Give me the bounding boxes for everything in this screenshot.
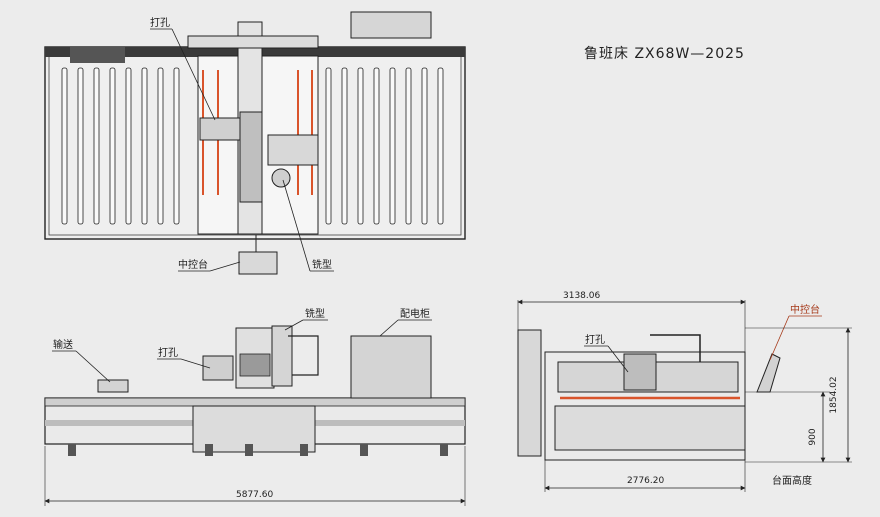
front-conveyor-box: [97, 379, 129, 393]
side-drill-label: 打孔: [585, 333, 605, 346]
side-drill-head: [623, 353, 657, 391]
table-slat: [141, 67, 148, 225]
machine-foot: [205, 444, 213, 456]
top-spindle-column: [239, 111, 263, 203]
table-height-label: 台面高度: [772, 474, 812, 487]
table-slat: [405, 67, 412, 225]
machine-foot: [245, 444, 253, 456]
machine-foot: [360, 444, 368, 456]
front-drill-head: [202, 355, 234, 381]
table-slat: [125, 67, 132, 225]
table-slat: [61, 67, 68, 225]
table-slat: [421, 67, 428, 225]
top-milling-label: 铣型: [312, 258, 332, 271]
front-milling-column: [271, 325, 293, 387]
top-milling-head: [267, 134, 319, 166]
table-slat: [373, 67, 380, 225]
top-table-slats-right: [325, 67, 444, 225]
front-bed-top: [44, 397, 466, 407]
top-console-box: [238, 251, 278, 275]
top-milling-spindle: [271, 168, 291, 188]
machine-foot: [440, 444, 448, 456]
top-console-leader: [209, 261, 241, 272]
table-slat: [357, 67, 364, 225]
table-slat: [389, 67, 396, 225]
side-view: 打孔 中控台 3138.06 2776.20 1854.02 900 台面高度: [517, 291, 852, 492]
front-center-base: [192, 405, 316, 453]
top-gantry-rail: [187, 35, 319, 49]
table-slat: [93, 67, 100, 225]
front-screen: [239, 353, 271, 377]
machine-foot: [68, 444, 76, 456]
side-console: [756, 353, 781, 393]
front-feet: [68, 444, 448, 456]
top-milling-leader: [282, 179, 311, 272]
side-back-frame: [517, 329, 542, 457]
front-cabinet: [350, 335, 432, 399]
table-height-dim: 900: [808, 428, 818, 445]
front-drill-leader: [180, 358, 211, 369]
side-length-dim: 3138.06: [563, 291, 600, 301]
front-milling-label: 铣型: [305, 307, 325, 320]
overall-length-dim: 5877.60: [236, 490, 273, 500]
table-slat: [341, 67, 348, 225]
top-rail-carriage: [70, 47, 125, 63]
top-drill-label: 打孔: [150, 16, 170, 29]
front-conveyor-label: 输送: [53, 338, 73, 351]
front-cabinet-leader: [379, 319, 399, 337]
table-slat: [77, 67, 84, 225]
side-base: [554, 405, 746, 451]
top-console-label: 中控台: [178, 258, 208, 271]
total-height-dim: 1854.02: [829, 376, 839, 413]
table-slat: [173, 67, 180, 225]
side-milling-arm: [650, 334, 701, 362]
table-slat: [157, 67, 164, 225]
front-drill-label: 打孔: [158, 346, 178, 359]
table-slat: [109, 67, 116, 225]
side-drill-leader: [607, 345, 629, 373]
top-table-slats-left: [61, 67, 180, 225]
front-milling-arm: [288, 335, 319, 376]
side-console-label: 中控台: [790, 303, 820, 316]
front-cabinet-label: 配电柜: [400, 307, 430, 320]
table-slat: [437, 67, 444, 225]
machine-foot: [300, 444, 308, 456]
front-milling-leader: [284, 319, 304, 331]
front-view: 输送 打孔 铣型 配电柜 5877.60: [44, 307, 466, 506]
top-cabinet-outline: [350, 11, 432, 39]
front-conveyor-leader: [75, 350, 111, 383]
drawing-title: 鲁班床 ZX68W—2025: [584, 46, 745, 62]
top-view: 打孔 中控台 铣型: [44, 11, 466, 275]
side-base-length-dim: 2776.20: [627, 476, 664, 486]
side-console-leader: [769, 315, 790, 361]
table-slat: [325, 67, 332, 225]
top-drill-leader: [171, 28, 216, 121]
